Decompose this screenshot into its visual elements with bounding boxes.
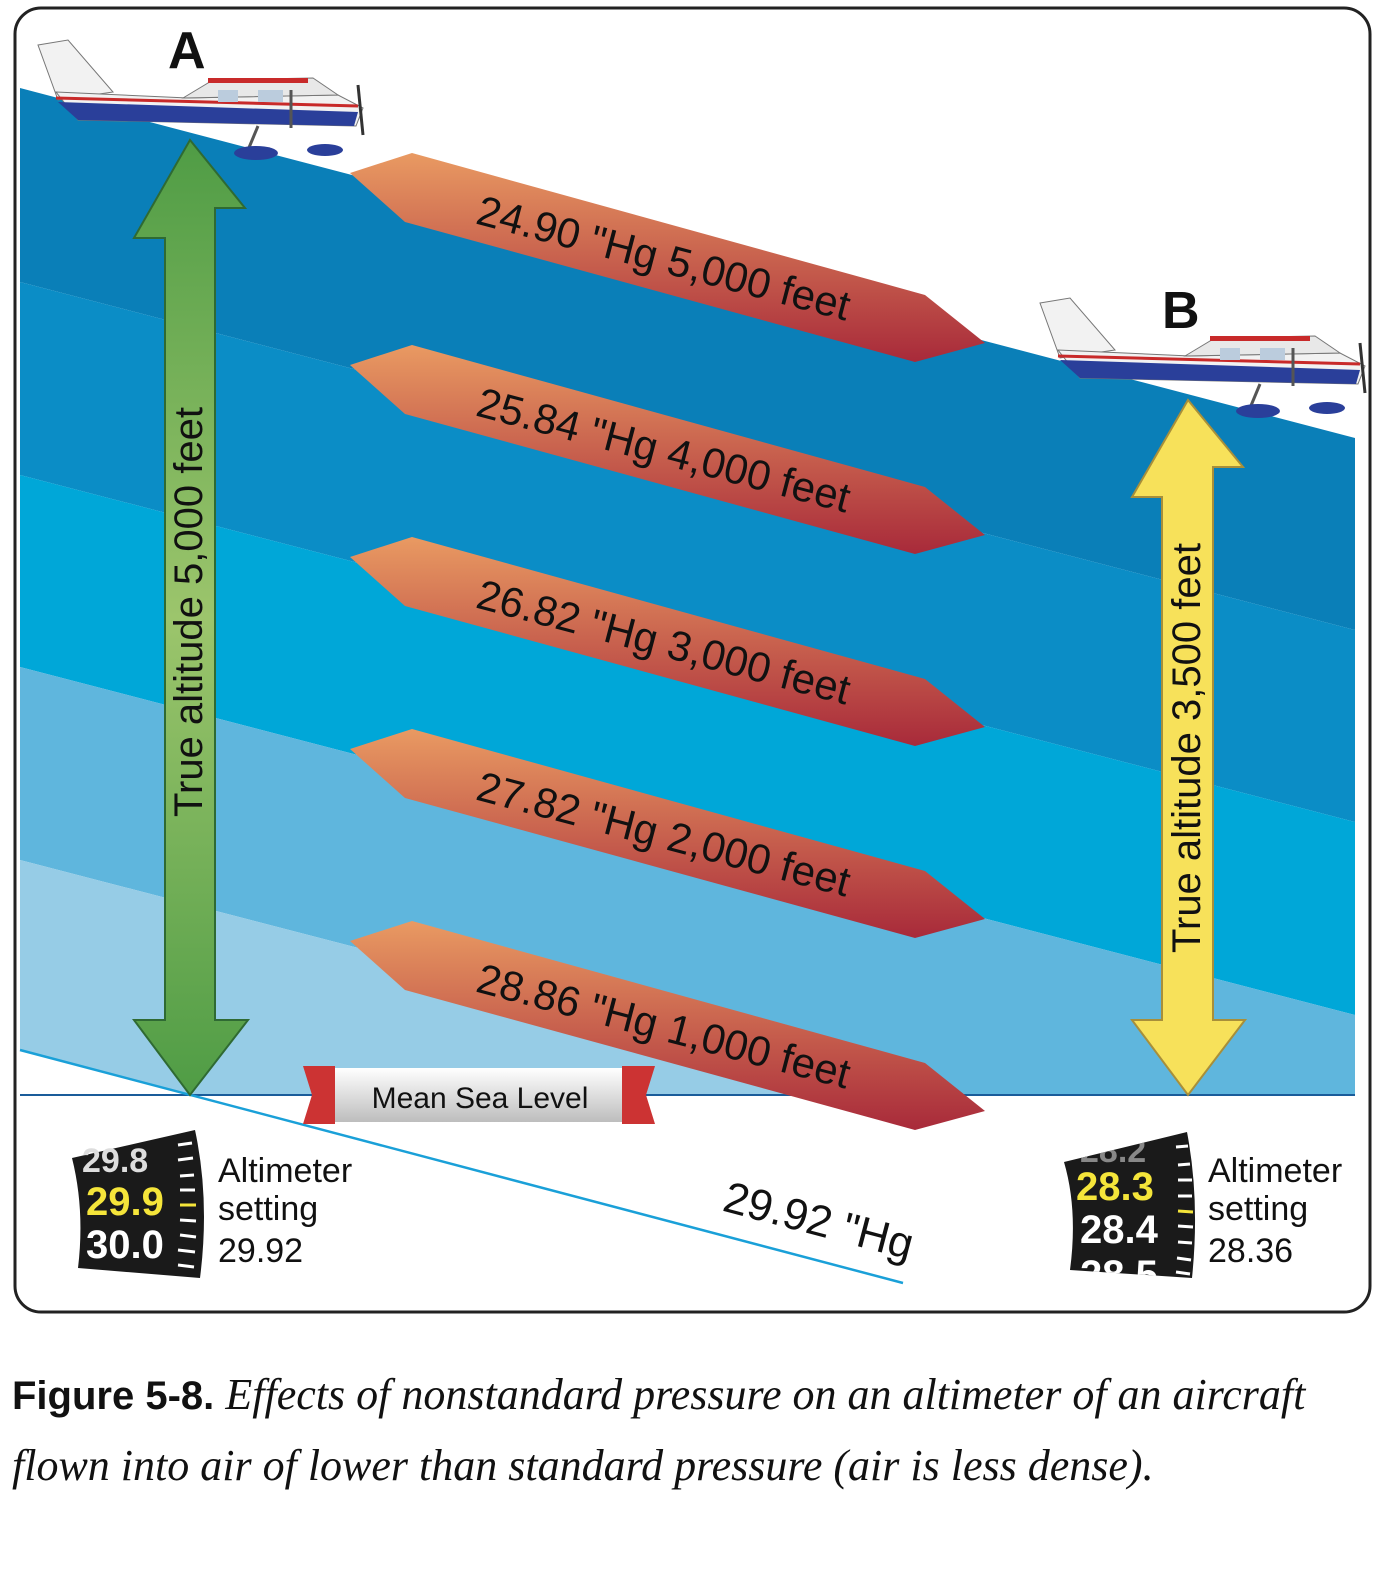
altimeter-a: 29.8 29.9 30.0 Altimeter setting 29.92 — [72, 1130, 352, 1278]
standard-pressure-line — [19, 1048, 904, 1285]
svg-text:29.8: 29.8 — [82, 1142, 148, 1180]
svg-text:setting: setting — [1208, 1190, 1308, 1228]
svg-text:setting: setting — [218, 1190, 318, 1228]
band-3000 — [20, 475, 1355, 1015]
svg-text:28.3: 28.3 — [1076, 1165, 1154, 1209]
svg-text:Altimeter: Altimeter — [218, 1152, 352, 1190]
true-altitude-b-label: True altitude 3,500 feet — [1165, 543, 1209, 953]
svg-text:29.9: 29.9 — [86, 1180, 164, 1224]
true-altitude-arrow-a: True altitude 5,000 feet — [132, 138, 251, 1097]
svg-text:28.36: 28.36 — [1208, 1232, 1293, 1270]
mean-sea-level-tag: Mean Sea Level — [303, 1066, 655, 1124]
svg-text:Altimeter: Altimeter — [1208, 1152, 1342, 1190]
band-2000 — [20, 667, 1355, 1095]
figure-caption-text: Effects of nonstandard pressure on an al… — [12, 1370, 1306, 1490]
band-4000 — [20, 282, 1355, 822]
true-altitude-arrow-b: True altitude 3,500 feet — [1130, 398, 1248, 1097]
figure-number: Figure 5-8. — [12, 1374, 215, 1418]
true-altitude-a-label: True altitude 5,000 feet — [167, 407, 211, 817]
pressure-arrow-shape — [350, 153, 985, 362]
aircraft-a: A — [37, 22, 365, 160]
mean-sea-level-label: Mean Sea Level — [372, 1082, 589, 1115]
band-5000 — [20, 88, 1355, 630]
standard-pressure-label: 29.92 "Hg — [719, 1173, 919, 1270]
pressure-arrow-shape — [350, 345, 985, 554]
pressure-arrow-shape — [350, 729, 985, 938]
svg-text:30.0: 30.0 — [86, 1223, 164, 1267]
pressure-arrow-shape — [350, 537, 985, 746]
aircraft-b-label: B — [1162, 282, 1200, 340]
aircraft-b: B — [1039, 282, 1367, 418]
frame — [13, 6, 1372, 1314]
pressure-arrow-shape — [350, 921, 985, 1130]
svg-text:29.92: 29.92 — [218, 1232, 303, 1270]
svg-text:28.4: 28.4 — [1080, 1208, 1159, 1252]
altimeter-b: 28.2 28.3 28.4 28.5 Altimeter setting 28… — [1064, 1132, 1342, 1297]
figure-caption: Figure 5-8. Effects of nonstandard press… — [12, 1360, 1382, 1502]
svg-text:28.5: 28.5 — [1080, 1253, 1158, 1297]
aircraft-a-label: A — [168, 22, 206, 80]
